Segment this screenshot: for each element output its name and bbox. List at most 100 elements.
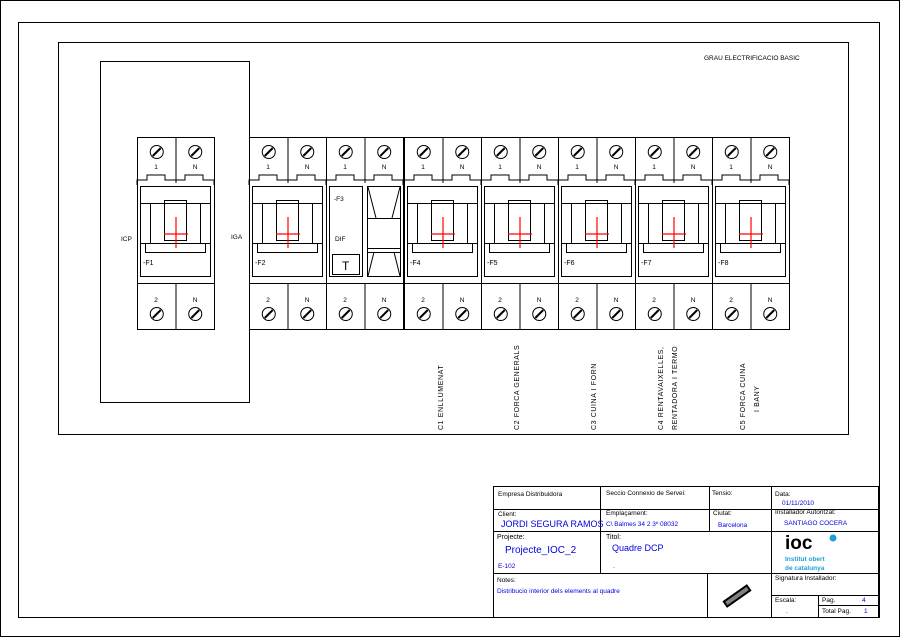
logo-sub1: Institut obert (785, 556, 826, 563)
terminal-label-top: 1 (498, 164, 502, 171)
client-label: Client: (498, 511, 517, 518)
data-label: Data: (775, 491, 791, 498)
screw-slot (302, 309, 312, 319)
screw-slot (341, 309, 351, 319)
total-label: Total Pag. (822, 608, 851, 615)
iga-label: IGA (231, 234, 243, 241)
panel-frame (58, 42, 849, 435)
terminal-label-bottom: N (691, 297, 696, 304)
test-button (332, 254, 360, 275)
terminal-label-bottom: 2 (154, 297, 158, 304)
screw-slot (152, 309, 162, 319)
circuit-label: C4 RENTAVAIXELLES, (658, 346, 665, 430)
terminal-label-bottom: N (382, 297, 387, 304)
ciutat-label: Ciutat: (713, 510, 732, 517)
circuit-label: I BANY (754, 385, 761, 412)
din-clip (325, 174, 404, 185)
stamp-icon (722, 584, 752, 608)
screw-slot (534, 309, 544, 319)
breaker-tag: -F2 (255, 260, 266, 267)
installador-label: Installador Autoritzat: (775, 509, 836, 516)
data-value: 01/11/2010 (782, 500, 814, 507)
screw-slot (765, 147, 775, 157)
din-clip (248, 174, 327, 185)
screw-slot (688, 309, 698, 319)
terminal-label-top: N (460, 164, 465, 171)
terminal-label-top: N (768, 164, 773, 171)
din-clip (557, 174, 636, 185)
installador-value: SANTIAGO COCERA (784, 520, 848, 527)
screw-slot (379, 309, 389, 319)
screw-slot (264, 147, 274, 157)
screw-slot (190, 309, 200, 319)
ioc-logo: ioc Institut obert de catalunya (785, 533, 837, 572)
screw-slot (688, 147, 698, 157)
differential-label: DIF (335, 236, 346, 243)
escala-value: . (786, 608, 788, 615)
screw-slot (302, 147, 312, 157)
terminal-label-bottom: N (768, 297, 773, 304)
empresa-label: Empresa Distribuidora (498, 491, 563, 498)
differential-lines (367, 186, 401, 277)
screw-slot (496, 309, 506, 319)
terminal-label-top: 1 (154, 164, 158, 171)
screw-slot (496, 147, 506, 157)
terminal-label-bottom: 2 (729, 297, 733, 304)
pag-value: 4 (862, 597, 866, 604)
screw-slot (534, 147, 544, 157)
terminal-label-bottom: 2 (343, 297, 347, 304)
terminal-label-bottom: 2 (421, 297, 425, 304)
circuit-label: C2 FORCA GENERALS (514, 345, 521, 430)
terminal-label-top: N (537, 164, 542, 171)
signatura-label: Signatura Installador: (775, 575, 837, 582)
logo-dot (829, 534, 837, 542)
terminal-label-top: 1 (266, 164, 270, 171)
title-block: Empresa Distribuidora Seccio Connexio de… (493, 486, 879, 618)
breaker-tag: -F5 (487, 260, 498, 267)
din-clip (403, 174, 482, 185)
screw-slot (650, 309, 660, 319)
din-clip (480, 174, 559, 185)
emplacament-label: Emplaçament: (606, 510, 648, 517)
screw-slot (611, 309, 621, 319)
terminal-label-top: N (382, 164, 387, 171)
terminal-label-top: N (305, 164, 310, 171)
notes-label: Notes: (497, 577, 516, 584)
terminal-label-bottom: N (537, 297, 542, 304)
circuit-label: RENTADORA I TERMO (672, 346, 679, 430)
screw-slot (419, 309, 429, 319)
din-clip (136, 174, 215, 185)
ciutat-value: Barcelona (718, 522, 748, 529)
seccio-label: Seccio Connexio de Servei: (606, 490, 686, 497)
terminal-label-bottom: N (460, 297, 465, 304)
screw-slot (190, 147, 200, 157)
differential-body (329, 186, 363, 277)
screw-slot (765, 309, 775, 319)
breaker-tag: -F7 (641, 260, 652, 267)
breaker-tag: -F8 (718, 260, 729, 267)
titol-label: Titol: (606, 534, 621, 541)
panel-title: GRAU ELECTRIFICACIO BASIC (704, 55, 800, 62)
screw-slot (727, 309, 737, 319)
screw-slot (727, 147, 737, 157)
projecte-value: Projecte_IOC_2 (505, 545, 577, 556)
logo-sub2: de catalunya (785, 565, 825, 572)
screw-slot (379, 147, 389, 157)
pag-label: Pag. (822, 597, 836, 604)
breaker-tag: -F6 (564, 260, 575, 267)
breaker-tag: -F1 (143, 260, 154, 267)
emplacament-value: C\ Balmes 34 2 3º 08032 (606, 521, 678, 528)
screw-slot (264, 309, 274, 319)
terminal-label-top: 1 (652, 164, 656, 171)
din-clip (634, 174, 713, 185)
logo-text: ioc (785, 533, 813, 554)
screw-slot (457, 147, 467, 157)
tensio-label: Tensio: (712, 490, 733, 497)
titol-value: Quadre DCP (612, 543, 664, 553)
